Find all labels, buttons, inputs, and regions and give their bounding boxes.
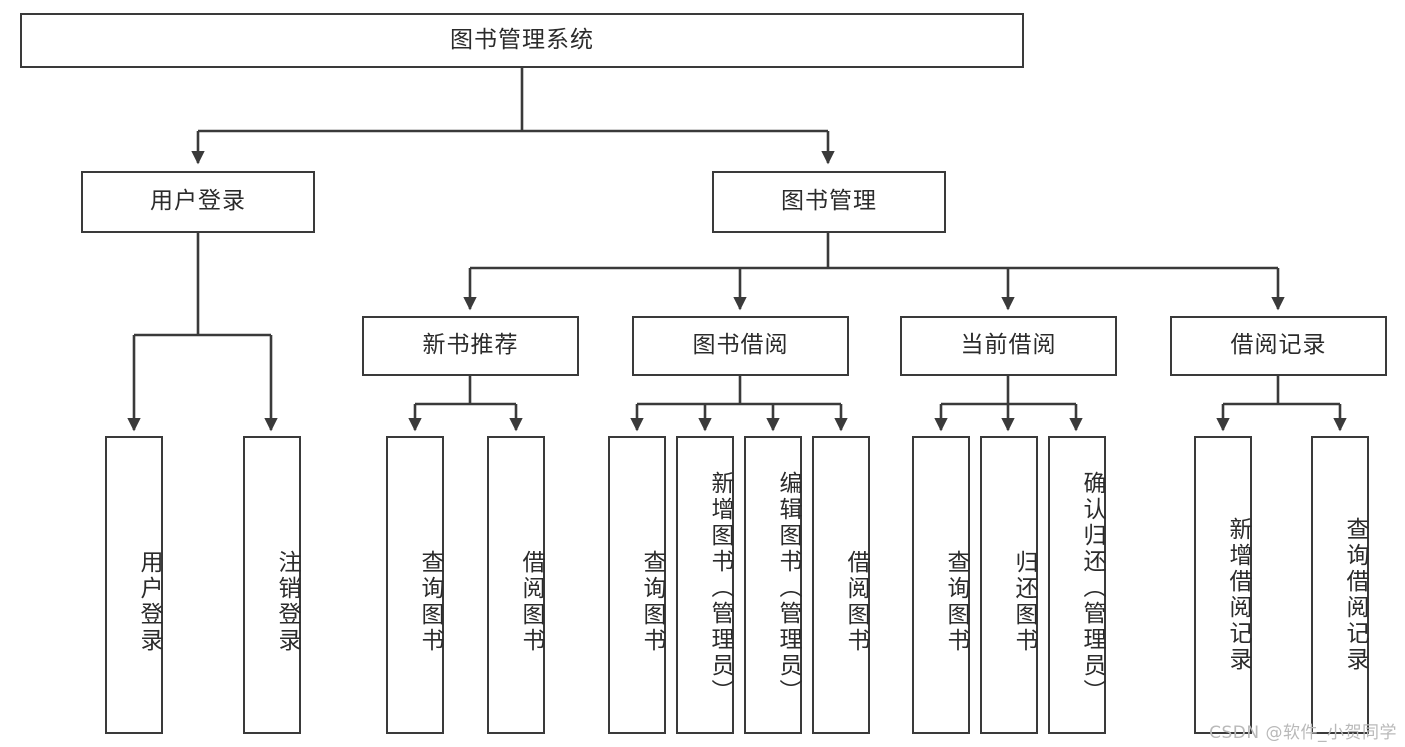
node-leaf-confirm-return[interactable]: 确认归还（管理员） [1048, 436, 1106, 734]
node-label: 编辑图书（管理员） [775, 471, 801, 705]
node-label: 图书管理系统 [450, 26, 594, 53]
node-label: 归还图书 [1011, 550, 1037, 654]
node-label: 查询图书 [639, 550, 665, 654]
node-leaf-user-login[interactable]: 用户登录 [105, 436, 163, 734]
node-leaf-add-record[interactable]: 新增借阅记录 [1194, 436, 1252, 734]
node-book-management-system[interactable]: 图书管理系统 [20, 13, 1024, 68]
node-leaf-logout-login[interactable]: 注销登录 [243, 436, 301, 734]
node-leaf-edit-book[interactable]: 编辑图书（管理员） [744, 436, 802, 734]
node-book-borrow[interactable]: 图书借阅 [632, 316, 849, 376]
node-label: 新书推荐 [422, 332, 519, 359]
node-label: 查询图书 [943, 550, 969, 654]
node-label: 借阅图书 [518, 550, 544, 654]
node-label: 确认归还（管理员） [1079, 471, 1105, 705]
node-label: 图书借阅 [692, 332, 789, 359]
node-leaf-add-book[interactable]: 新增图书（管理员） [676, 436, 734, 734]
csdn-watermark: CSDN @软件_小贺同学 [1209, 723, 1397, 743]
node-label: 注销登录 [274, 550, 300, 654]
node-label: 新增图书（管理员） [707, 471, 733, 705]
node-label: 图书管理 [781, 188, 877, 215]
node-new-book-recommend[interactable]: 新书推荐 [362, 316, 579, 376]
node-borrow-record[interactable]: 借阅记录 [1170, 316, 1387, 376]
node-leaf-query-book-2[interactable]: 查询图书 [608, 436, 666, 734]
node-leaf-query-record[interactable]: 查询借阅记录 [1311, 436, 1369, 734]
node-label: 借阅图书 [843, 550, 869, 654]
node-label: 当前借阅 [960, 332, 1057, 359]
node-leaf-return-book[interactable]: 归还图书 [980, 436, 1038, 734]
node-book-manage[interactable]: 图书管理 [712, 171, 946, 233]
node-label: 用户登录 [150, 188, 246, 215]
node-label: 用户登录 [136, 550, 162, 654]
node-label: 新增借阅记录 [1225, 517, 1251, 673]
node-current-borrow[interactable]: 当前借阅 [900, 316, 1117, 376]
node-leaf-borrow-book-1[interactable]: 借阅图书 [487, 436, 545, 734]
node-leaf-borrow-book-2[interactable]: 借阅图书 [812, 436, 870, 734]
node-leaf-query-book-1[interactable]: 查询图书 [386, 436, 444, 734]
node-label: 借阅记录 [1230, 332, 1327, 359]
node-leaf-query-book-3[interactable]: 查询图书 [912, 436, 970, 734]
node-label: 查询图书 [417, 550, 443, 654]
node-user-login[interactable]: 用户登录 [81, 171, 315, 233]
node-label: 查询借阅记录 [1342, 517, 1368, 673]
